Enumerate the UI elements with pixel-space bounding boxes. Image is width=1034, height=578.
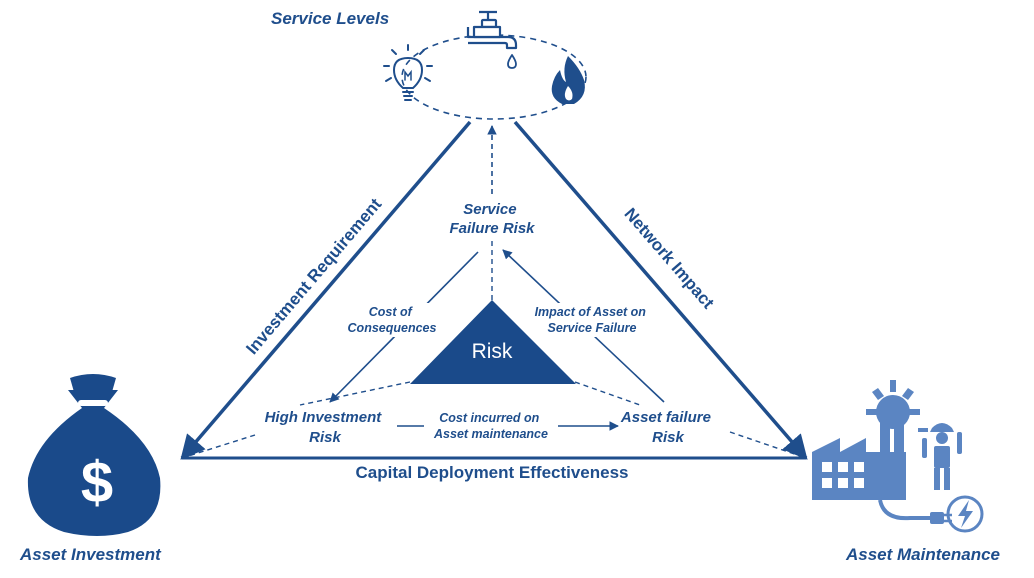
- sun-icon: [866, 380, 920, 429]
- service-failure-label: Service Failure Risk: [449, 201, 535, 237]
- service-levels-label: Service Levels: [271, 9, 389, 28]
- cost-incurred-label: Cost incurred on Asset maintenance: [433, 411, 548, 441]
- dashed-line-5: [729, 431, 807, 459]
- service-levels-ellipse: [401, 34, 587, 120]
- svg-text:$: $: [81, 450, 113, 515]
- impact-of-asset-label: Impact of Asset on Service Failure: [535, 305, 650, 335]
- side-left-arrow: [180, 120, 472, 460]
- center-risk-triangle: [410, 300, 576, 384]
- asset-maintenance-label: Asset Maintenance: [845, 545, 1000, 564]
- asset-investment-label: Asset Investment: [19, 545, 162, 564]
- dashed-line-2: [299, 381, 411, 406]
- capital-deployment-label: Capital Deployment Effectiveness: [355, 463, 628, 482]
- flame-icon: [551, 56, 585, 104]
- money-bag-icon: $: [27, 374, 161, 536]
- electric-plug-icon: [878, 495, 984, 533]
- worker-icon: [918, 423, 962, 490]
- center-risk-label: Risk: [472, 340, 513, 363]
- faucet-icon: [466, 10, 518, 69]
- cost-of-consequences-label: Cost of Consequences: [348, 305, 437, 335]
- side-right-arrow: [513, 120, 808, 460]
- asset-failure-label: Asset failure Risk: [620, 409, 715, 446]
- high-investment-label: High Investment Risk: [265, 409, 386, 446]
- dashed-line-4: [181, 434, 256, 459]
- lightbulb-icon: [383, 44, 433, 101]
- factory-icon: [812, 408, 906, 500]
- dashed-line-3: [574, 381, 641, 406]
